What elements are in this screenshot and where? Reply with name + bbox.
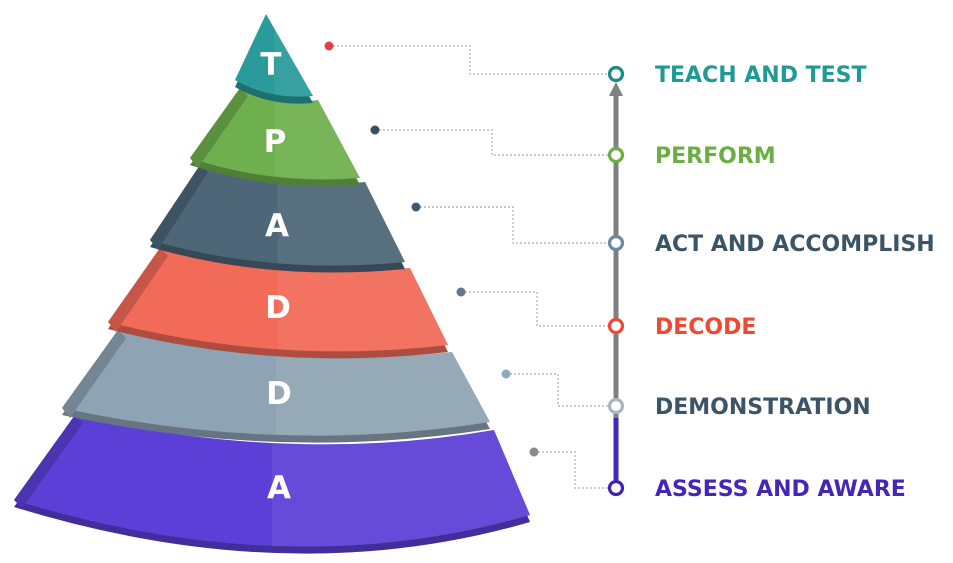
pyramid-layer-6: A — [14, 415, 530, 554]
pyramid: A D D A P T — [14, 14, 530, 554]
connector-dot-6 — [529, 447, 539, 457]
connector-dot-5 — [501, 369, 511, 379]
layer-letter: A — [267, 470, 291, 506]
axis-node-4 — [607, 317, 625, 335]
layer-face — [108, 248, 448, 352]
connector-dot-3 — [411, 202, 421, 212]
axis-node-5 — [607, 397, 625, 415]
connector-line-4 — [461, 291, 608, 327]
layer-face — [150, 165, 405, 266]
layer-left-face — [62, 330, 126, 418]
axis-node-6 — [607, 479, 625, 497]
pyramid-layer-5: D — [62, 330, 490, 443]
stage-label-1: TEACH AND TEST — [655, 63, 867, 88]
stage-labels: TEACH AND TEST PERFORM ACT AND ACCOMPLISH D… — [655, 63, 935, 502]
pyramid-layer-2: P — [190, 88, 360, 187]
vertical-axis — [607, 65, 625, 497]
stage-label-3: ACT AND ACCOMPLISH — [655, 232, 935, 257]
layer-letter: D — [266, 376, 292, 412]
stage-label-5: DEMONSTRATION — [655, 395, 871, 420]
layer-face — [235, 14, 313, 97]
connector-line-6 — [534, 451, 608, 489]
pyramid-layer-1: T — [235, 14, 313, 104]
layer-face — [14, 415, 530, 547]
layer-left-face — [190, 88, 248, 168]
layer-face — [62, 330, 490, 436]
axis-node-1 — [607, 65, 625, 83]
pyramid-layer-4: D — [108, 248, 448, 359]
stage-label-4: DECODE — [655, 315, 756, 340]
axis-arrow-icon — [609, 82, 623, 96]
layer-left-face — [14, 415, 83, 508]
connector-dot-4 — [456, 287, 466, 297]
axis-node-2 — [607, 146, 625, 164]
layer-letter: T — [260, 47, 281, 83]
connector-line-1 — [329, 45, 608, 75]
layer-letter: A — [265, 208, 289, 244]
pyramid-layer-3: A — [150, 165, 405, 273]
layer-left-face — [108, 248, 168, 332]
layer-left-face — [150, 165, 208, 250]
stage-label-6: ASSESS AND AWARE — [655, 477, 906, 502]
connector-line-2 — [375, 129, 608, 156]
layer-letter: P — [264, 124, 287, 160]
axis-node-3 — [607, 234, 625, 252]
connector-dot-2 — [370, 125, 380, 135]
connector-lines — [324, 41, 608, 489]
connector-dot-1 — [324, 41, 334, 51]
connector-line-5 — [506, 373, 608, 407]
layer-letter: D — [265, 290, 291, 326]
stage-label-2: PERFORM — [655, 144, 776, 169]
connector-line-3 — [416, 206, 608, 244]
